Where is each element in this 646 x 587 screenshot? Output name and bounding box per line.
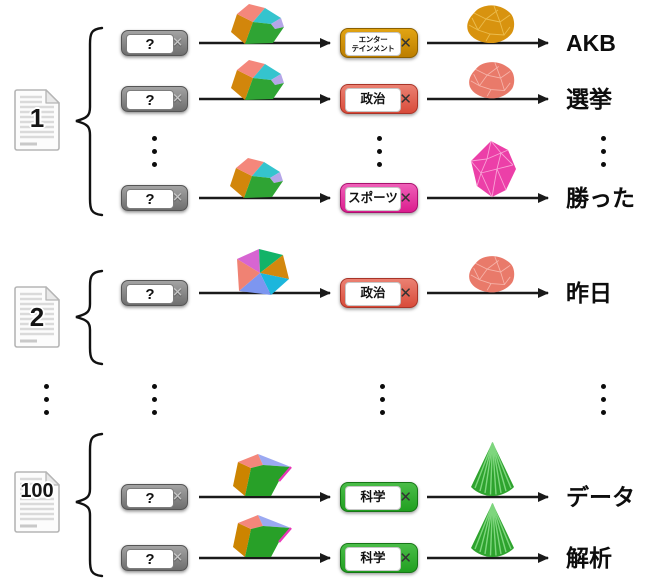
vertical-ellipsis <box>601 384 606 415</box>
tag-label: 科学 <box>345 486 401 510</box>
tag-label-line2: テインメント <box>351 44 395 53</box>
vertical-ellipsis <box>601 136 606 167</box>
brace-doc-1 <box>75 26 104 217</box>
vertical-ellipsis <box>152 136 157 167</box>
coral-rock-icon <box>469 62 515 99</box>
question-chip[interactable]: ? ✕ <box>121 185 188 211</box>
green-cone-icon <box>471 503 514 557</box>
pink-crystal-icon <box>470 140 516 198</box>
word-data: データ <box>566 484 635 510</box>
coral-rock-icon <box>469 256 515 293</box>
green-cone-icon <box>471 442 514 496</box>
question-chip[interactable]: ? ✕ <box>121 545 188 571</box>
close-icon[interactable]: ✕ <box>172 550 183 566</box>
question-label: ? <box>126 549 174 569</box>
document-number: 1 <box>29 103 45 133</box>
tag-chip-politics[interactable]: 政治 ✕ <box>340 278 418 308</box>
tag-label: スポーツ <box>345 187 401 211</box>
green-facet-gem-icon <box>233 454 292 496</box>
multicolor-facet-gem-icon <box>231 4 284 44</box>
question-label: ? <box>126 34 174 54</box>
tag-label: 科学 <box>345 547 401 571</box>
question-chip[interactable]: ? ✕ <box>121 280 188 306</box>
close-icon[interactable]: ✕ <box>399 488 412 506</box>
multicolor-facet-gem-icon <box>230 158 283 198</box>
word-katta: 勝った <box>566 185 635 211</box>
document-page-icon <box>14 89 60 151</box>
vertical-ellipsis <box>380 384 385 415</box>
question-chip[interactable]: ? ✕ <box>121 484 188 510</box>
document-icon-1: 1 <box>13 88 61 152</box>
document-number: 100 <box>20 480 54 502</box>
close-icon[interactable]: ✕ <box>399 189 412 207</box>
tag-chip-politics[interactable]: 政治 ✕ <box>340 84 418 114</box>
vertical-ellipsis <box>44 384 49 415</box>
tag-chip-science[interactable]: 科学 ✕ <box>340 482 418 512</box>
vertical-ellipsis <box>377 136 382 167</box>
tag-label: 政治 <box>345 88 401 112</box>
brace-doc-100 <box>75 432 104 578</box>
close-icon[interactable]: ✕ <box>399 90 412 108</box>
question-chip[interactable]: ? ✕ <box>121 86 188 112</box>
tag-chip-sports[interactable]: スポーツ ✕ <box>340 183 418 213</box>
document-number: 2 <box>29 302 45 332</box>
word-akb: AKB <box>566 30 616 56</box>
document-icon-100: 100 <box>13 470 61 534</box>
color-fan-polyhedron-icon <box>237 249 289 295</box>
multicolor-facet-gem-icon <box>231 60 284 100</box>
gold-rock-icon <box>467 5 515 43</box>
close-icon[interactable]: ✕ <box>399 34 412 52</box>
document-icon-2: 2 <box>13 285 61 349</box>
tag-label: エンターテインメント <box>345 32 401 56</box>
document-page-icon <box>14 286 60 348</box>
word-kaiseki: 解析 <box>566 545 612 571</box>
close-icon[interactable]: ✕ <box>172 35 183 51</box>
close-icon[interactable]: ✕ <box>172 91 183 107</box>
close-icon[interactable]: ✕ <box>172 285 183 301</box>
question-label: ? <box>126 284 174 304</box>
close-icon[interactable]: ✕ <box>399 549 412 567</box>
close-icon[interactable]: ✕ <box>172 489 183 505</box>
tag-label: 政治 <box>345 282 401 306</box>
question-label: ? <box>126 488 174 508</box>
tag-chip-science[interactable]: 科学 ✕ <box>340 543 418 573</box>
green-facet-gem-icon <box>233 515 292 557</box>
question-label: ? <box>126 189 174 209</box>
close-icon[interactable]: ✕ <box>399 284 412 302</box>
brace-doc-2 <box>75 269 104 366</box>
document-page-icon <box>14 471 60 533</box>
vertical-ellipsis <box>152 384 157 415</box>
tag-chip-entertainment[interactable]: エンターテインメント ✕ <box>340 28 418 58</box>
tag-label-line1: エンター <box>358 35 388 44</box>
word-senkyo: 選挙 <box>566 86 612 112</box>
arrow-lines <box>199 38 549 563</box>
question-label: ? <box>126 90 174 110</box>
question-chip[interactable]: ? ✕ <box>121 30 188 56</box>
close-icon[interactable]: ✕ <box>172 190 183 206</box>
word-kinou: 昨日 <box>566 280 612 306</box>
